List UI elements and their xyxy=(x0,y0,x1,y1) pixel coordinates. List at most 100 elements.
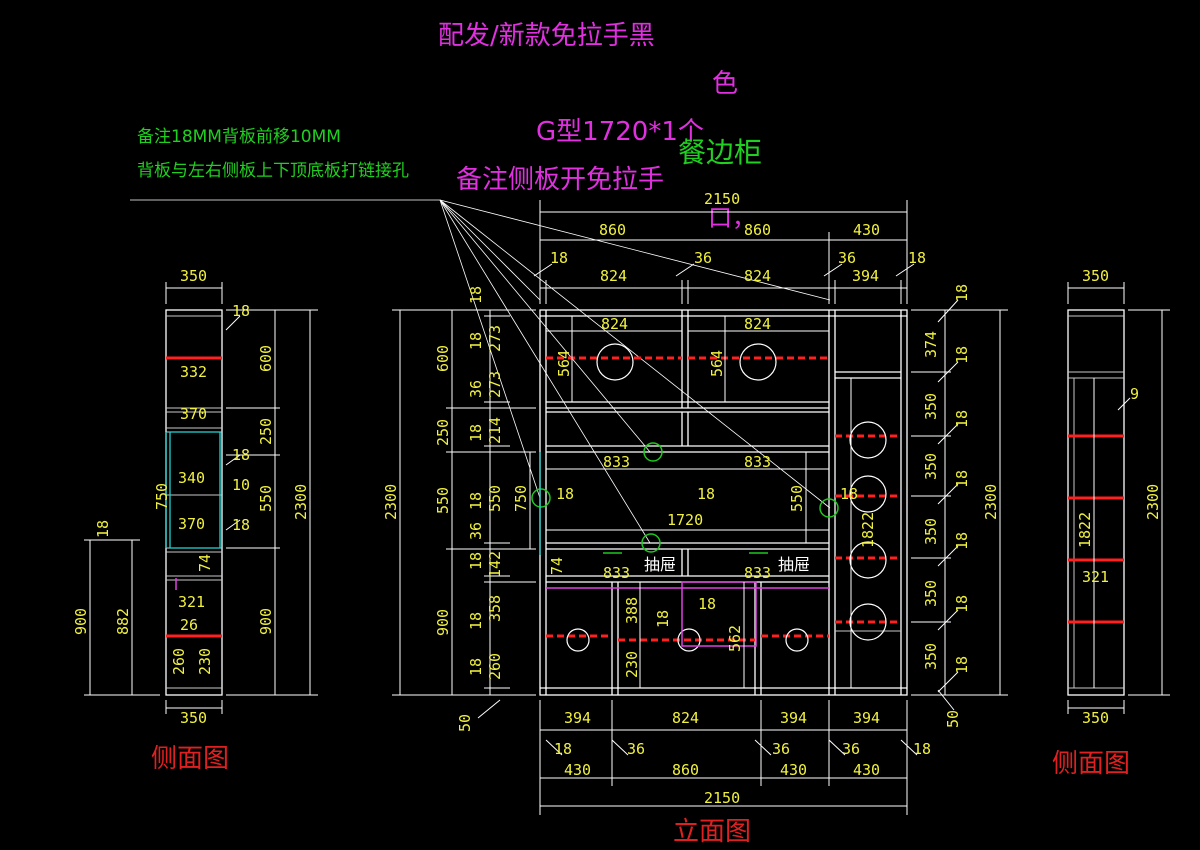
fv-dim-1822: 1822 xyxy=(859,512,877,548)
ls-dim-321: 321 xyxy=(178,593,205,611)
right-side-caption: 侧面图 xyxy=(1052,749,1130,779)
fv-rs-18e: 18 xyxy=(953,532,971,550)
fv-dim-18-top-a: 18 xyxy=(550,249,568,267)
handle-note: 备注侧板开免拉手 xyxy=(456,165,664,195)
fv-rs-18f: 18 xyxy=(953,595,971,613)
fv-dim-18-bottom-b: 18 xyxy=(913,740,931,758)
front-view-caption: 立面图 xyxy=(673,817,751,847)
fv-dim-430-bottom-a: 430 xyxy=(564,761,591,779)
fv-dim-430-bottom-c: 430 xyxy=(853,761,880,779)
fv-dim-18-top-b: 18 xyxy=(908,249,926,267)
fv-dim-824-top-b: 824 xyxy=(744,267,771,285)
fv-dim-2150-bottom: 2150 xyxy=(704,789,740,807)
fv-dim-36-bottom-b: 36 xyxy=(772,740,790,758)
fv-dim-860b: 860 xyxy=(744,221,771,239)
fv-ls-273a: 273 xyxy=(486,325,504,352)
fv-dim-36-bottom-a: 36 xyxy=(627,740,645,758)
fv-dim-430-top: 430 xyxy=(853,221,880,239)
fv-dim-564a: 564 xyxy=(555,350,573,377)
fv-dim-388: 388 xyxy=(623,597,641,624)
fv-dim-mid-18c: 18 xyxy=(840,485,858,503)
ls-dim-18-left: 18 xyxy=(94,520,112,538)
fv-dim-2300-right: 2300 xyxy=(982,484,1000,520)
fv-dim-36-top-a: 36 xyxy=(694,249,712,267)
fv-dim-824-bottom: 824 xyxy=(672,709,699,727)
fv-ls-273b: 273 xyxy=(486,371,504,398)
ls-dim-882: 882 xyxy=(114,608,132,635)
title-line-2: 色 xyxy=(712,69,738,99)
ls-dim-18a: 18 xyxy=(232,446,250,464)
fv-dim-824-top-a: 824 xyxy=(600,267,627,285)
right-side-dims: 350 9 1822 321 2300 350 侧面图 xyxy=(1052,267,1162,779)
ls-dim-750: 750 xyxy=(153,483,171,510)
fv-ls-36a: 36 xyxy=(467,380,485,398)
fv-dim-18-low: 18 xyxy=(698,595,716,613)
fv-dim-74: 74 xyxy=(548,557,566,575)
fv-rs-350b: 350 xyxy=(922,453,940,480)
ls-dim-18: 18 xyxy=(232,302,250,320)
ls-dim-350-top: 350 xyxy=(180,267,207,285)
fv-ls-36b: 36 xyxy=(467,522,485,540)
fv-ls-550: 550 xyxy=(486,485,504,512)
rs-dim-350-top: 350 xyxy=(1082,267,1109,285)
fv-ls-18f: 18 xyxy=(467,612,485,630)
fv-dim-2150-top: 2150 xyxy=(704,190,740,208)
fv-dim-833c: 833 xyxy=(603,564,630,582)
fv-dim-mid-18a: 18 xyxy=(556,485,574,503)
rs-dim-321: 321 xyxy=(1082,568,1109,586)
fv-ls-358: 358 xyxy=(486,595,504,622)
fv-dim-2300-left: 2300 xyxy=(382,484,400,520)
ls-dim-10: 10 xyxy=(232,476,250,494)
fv-dim-824-in-a: 824 xyxy=(601,315,628,333)
fv-rs-350e: 350 xyxy=(922,643,940,670)
fv-dim-394-top: 394 xyxy=(852,267,879,285)
left-side-caption: 侧面图 xyxy=(151,744,229,774)
backpanel-note-2: 背板与左右侧板上下顶底板打链接孔 xyxy=(137,161,409,181)
ls-dim-18b: 18 xyxy=(232,516,250,534)
ls-dim-550: 550 xyxy=(257,485,275,512)
ls-dim-370b: 370 xyxy=(178,515,205,533)
fv-ls-18g: 18 xyxy=(467,658,485,676)
fv-dim-mid-18b: 18 xyxy=(697,485,715,503)
fv-dim-230: 230 xyxy=(623,651,641,678)
ls-dim-230: 230 xyxy=(196,648,214,675)
left-side-dims: 350 18 332 370 18 340 10 370 18 321 26 3… xyxy=(72,267,310,774)
fv-dim-600-left: 600 xyxy=(434,345,452,372)
fv-ls-260: 260 xyxy=(486,653,504,680)
fv-rs-350d: 350 xyxy=(922,580,940,607)
fv-dim-824-in-b: 824 xyxy=(744,315,771,333)
fv-dim-833d: 833 xyxy=(744,564,771,582)
fv-ls-142: 142 xyxy=(486,551,504,578)
handle-note-2: 口， xyxy=(708,204,756,232)
fv-dim-750-left: 750 xyxy=(512,485,530,512)
fv-rs-18a: 18 xyxy=(953,284,971,302)
rs-dim-1822: 1822 xyxy=(1076,512,1094,548)
left-side-view xyxy=(84,282,318,714)
fv-dim-394-bottom-b: 394 xyxy=(780,709,807,727)
fv-dim-833b: 833 xyxy=(744,453,771,471)
fv-ls-18a: 18 xyxy=(467,286,485,304)
fv-ls-18b: 18 xyxy=(467,332,485,350)
fv-dim-860-bottom: 860 xyxy=(672,761,699,779)
fv-dim-36-bottom-c: 36 xyxy=(842,740,860,758)
ls-dim-350-bottom: 350 xyxy=(180,709,207,727)
fv-rs-18b: 18 xyxy=(953,346,971,364)
fv-rs-350a: 350 xyxy=(922,393,940,420)
fv-rs-18d: 18 xyxy=(953,470,971,488)
fv-dim-394-bottom-a: 394 xyxy=(564,709,591,727)
fv-dim-550-inner: 550 xyxy=(788,485,806,512)
fv-dim-394-bottom-c: 394 xyxy=(853,709,880,727)
ls-dim-370a: 370 xyxy=(180,405,207,423)
ls-dim-26: 26 xyxy=(180,616,198,634)
fv-rs-18c: 18 xyxy=(953,410,971,428)
fv-dim-564b: 564 xyxy=(708,350,726,377)
front-view xyxy=(392,200,1008,815)
fv-ls-18e: 18 xyxy=(467,552,485,570)
fv-dim-18-bottom-a: 18 xyxy=(554,740,572,758)
front-view-dims: 2150 860 860 430 18 824 36 824 36 394 18… xyxy=(382,190,1000,847)
fv-dim-860a: 860 xyxy=(599,221,626,239)
drawer-label-left: 抽屉 xyxy=(644,555,676,574)
fv-ls-18c: 18 xyxy=(467,424,485,442)
drawer-label-right: 抽屉 xyxy=(778,555,810,574)
